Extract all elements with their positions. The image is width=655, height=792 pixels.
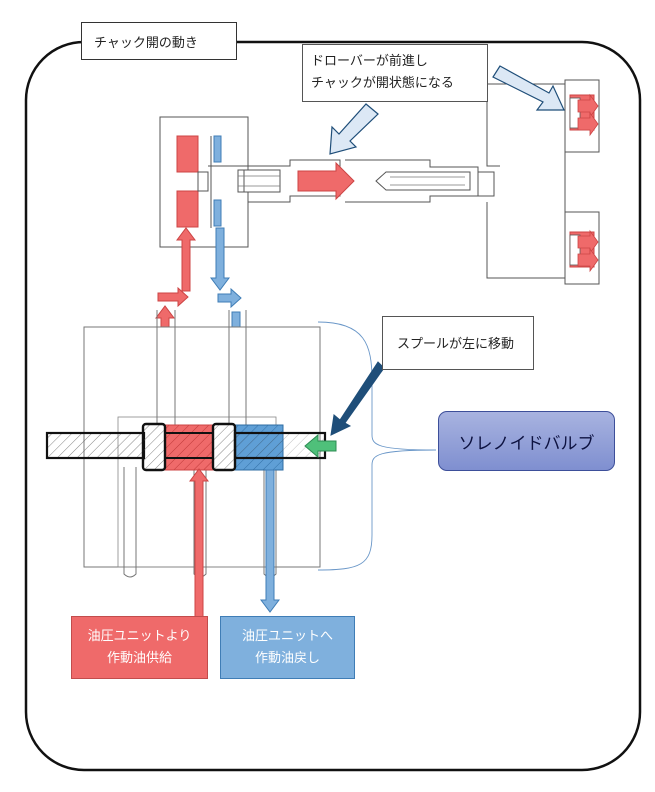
spool-supply-passage: [164, 424, 214, 471]
cylinder-return-chamber-upper: [213, 135, 222, 163]
solenoid-valve-label: ソレノイドバルブ: [438, 411, 615, 471]
diagram-title: チャック開の動き: [81, 22, 237, 60]
hydraulic-cylinder: [159, 116, 249, 248]
return-label-line1: 油圧ユニットへ: [241, 629, 333, 644]
return-label-line2: 作動油戻し: [254, 651, 320, 666]
spool: [45, 422, 327, 472]
callout-arrow-jaw: [492, 65, 565, 111]
drawbar-callout: ドローバーが前進し チャックが開状態になる: [302, 44, 488, 102]
cylinder-pressure-chamber-lower: [176, 190, 199, 228]
drawbar-callout-line2: チャックが開状態になる: [311, 76, 454, 91]
callout-arrow-spool: [330, 361, 385, 436]
drawbar-advance-arrow: [297, 161, 355, 201]
supply-from-unit-arrow: [189, 468, 209, 618]
supply-label-line2: 作動油供給: [106, 651, 172, 666]
callout-arrow-drawbar: [329, 103, 379, 155]
chuck-jaw-upper: [564, 79, 600, 153]
spool-move-arrow: [304, 433, 337, 459]
spool-callout: スプールが左に移動: [382, 316, 534, 370]
spool-rod-left: [45, 431, 146, 460]
cylinder-return-chamber-lower: [213, 199, 222, 227]
return-label: 油圧ユニットへ 作動油戻し: [220, 616, 355, 679]
cylinder-pressure-chamber-upper: [176, 135, 199, 173]
spool-land-left: [141, 422, 167, 472]
chuck-jaw-lower: [564, 211, 600, 285]
outer-frame: [24, 40, 642, 772]
drawbar: [208, 83, 566, 279]
return-to-unit-arrow: [260, 469, 280, 613]
spool-land-right: [211, 422, 237, 472]
supply-label-line1: 油圧ユニットより: [87, 629, 192, 644]
supply-label: 油圧ユニットより 作動油供給: [71, 616, 208, 679]
drawbar-callout-line1: ドローバーが前進し: [311, 54, 428, 69]
